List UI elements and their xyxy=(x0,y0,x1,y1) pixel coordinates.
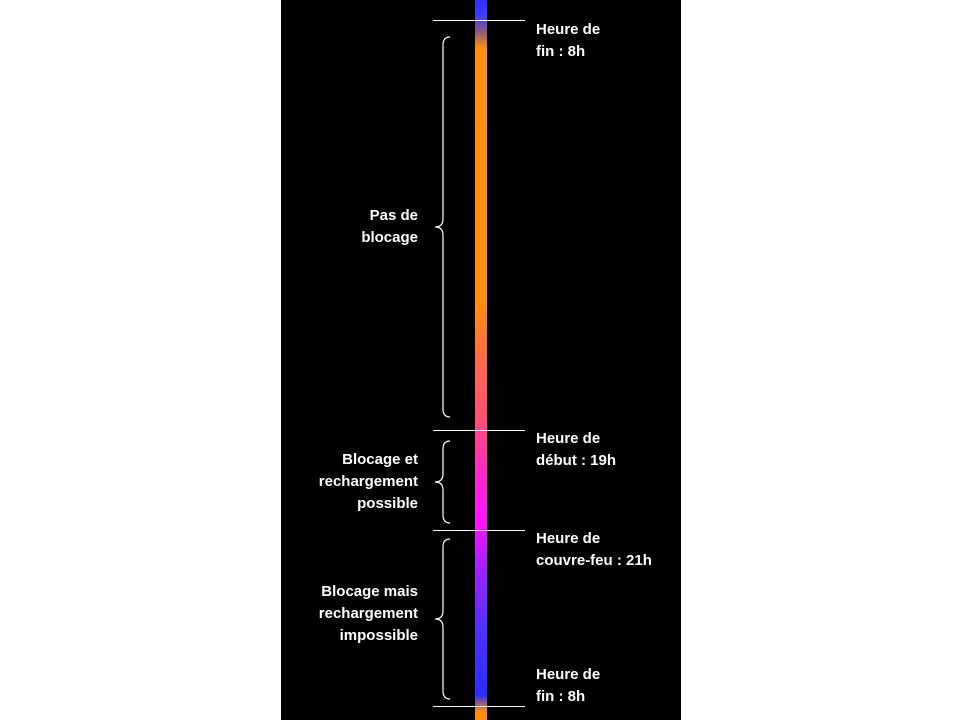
marker-label-curfew: Heure de couvre-feu : 21h xyxy=(536,530,652,569)
marker-label-end-top: Heure de fin : 8h xyxy=(536,21,601,60)
timeline-diagram: Heure de fin : 8h Heure de début : 19h H… xyxy=(281,0,681,720)
tick-line-curfew xyxy=(433,530,525,531)
brace-no-block xyxy=(434,36,451,418)
tick-line-end-top xyxy=(433,20,525,21)
brace-block-no-recharge xyxy=(434,538,451,700)
period-label-no-block: Pas de blocage xyxy=(361,207,418,246)
marker-label-start: Heure de début : 19h xyxy=(536,430,617,469)
timeline-gradient-bar xyxy=(475,0,487,720)
tick-line-start xyxy=(433,430,525,431)
marker-label-end-bottom: Heure de fin : 8h xyxy=(536,666,601,705)
period-label-block-no-recharge: Blocage mais rechargement impossible xyxy=(318,583,418,644)
tick-line-end-bottom xyxy=(433,706,525,707)
brace-block-recharge xyxy=(434,440,451,524)
period-label-block-recharge: Blocage et rechargement possible xyxy=(318,451,418,512)
